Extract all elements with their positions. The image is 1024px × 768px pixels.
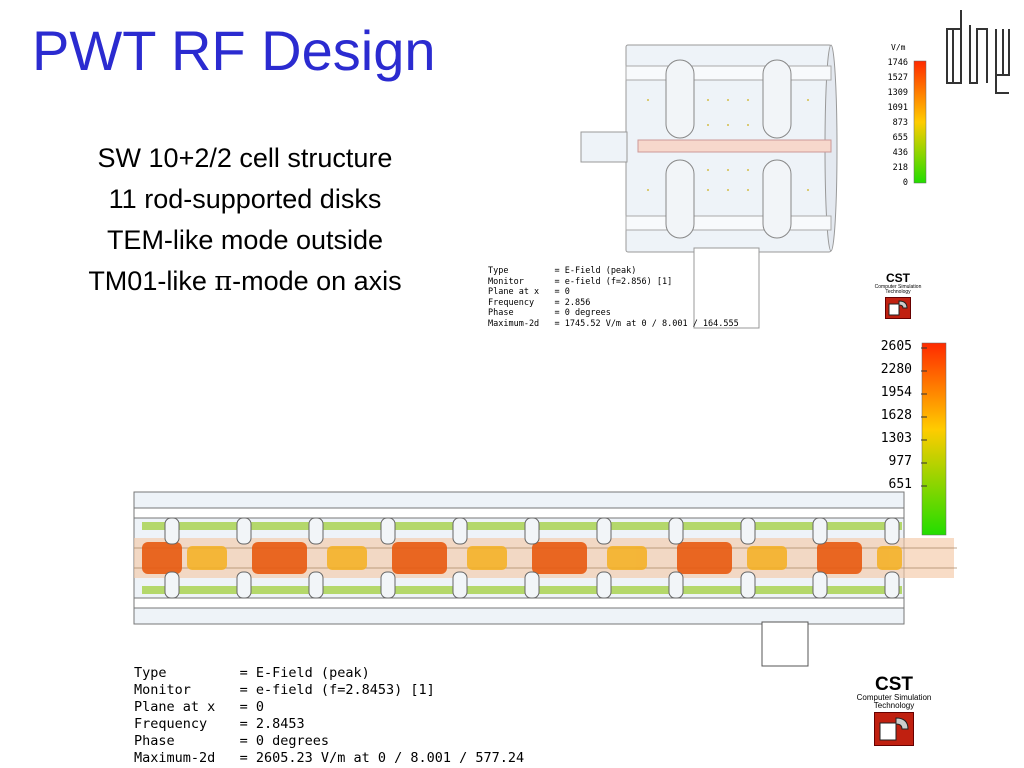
cst-logo-small: CST Computer Simulation Technology	[866, 271, 930, 319]
big-info-line: Plane at x = 0	[134, 699, 265, 715]
small-color-scale	[913, 60, 927, 184]
cst-sub-2: Technology	[885, 289, 911, 295]
small-scale-label-8: 218	[892, 163, 908, 173]
big-info-line: Monitor = e-field (f=2.8453) [1]	[134, 682, 435, 698]
small-info-line: Monitor = e-field (f=2.856) [1]	[488, 276, 673, 287]
small-scale-label-9: 0	[902, 178, 908, 188]
small-scale-label-4: 1091	[887, 103, 908, 113]
small-scale-label-1: 1746	[887, 58, 908, 68]
bullet-4: TM01-like π-mode on axis	[30, 261, 460, 302]
big-scale-label-4: 1628	[880, 408, 912, 423]
big-color-scale	[921, 342, 947, 536]
big-scale-label-1: 2605	[880, 339, 912, 354]
small-info-line: Frequency = 2.856	[488, 297, 591, 308]
small-scale-label-7: 436	[892, 148, 908, 158]
small-scale-label-3: 1309	[887, 88, 908, 98]
small-scale-unit: V/m	[891, 43, 906, 52]
small-field-plot	[580, 44, 838, 329]
desy-logo-icon	[946, 10, 1010, 94]
big-scale-label-2: 2280	[880, 362, 912, 377]
bullet-2: 11 rod-supported disks	[108, 184, 382, 214]
big-field-plot	[133, 491, 957, 667]
small-plot-info: Type = E-Field (peak)Monitor = e-field (…	[488, 266, 739, 329]
big-scale-label-5: 1303	[880, 431, 912, 446]
cst-sub-1: Computer Simulation	[874, 284, 922, 290]
slide-title: PWT RF Design	[32, 19, 436, 82]
bullet-4-suffix: -mode on axis	[232, 266, 402, 296]
big-info-line: Phase = 0 degrees	[134, 733, 330, 749]
bullet-list: SW 10+2/2 cell structure 11 rod-supporte…	[30, 138, 460, 302]
cst-logo-icon	[885, 297, 911, 319]
big-scale-label-3: 1954	[880, 385, 912, 400]
bullet-3: TEM-like mode outside	[106, 225, 384, 255]
cst-logo-icon	[874, 712, 914, 746]
pi-symbol: π	[214, 266, 233, 297]
cst-sub-2: Technology	[873, 701, 915, 710]
big-info-line: Type = E-Field (peak)	[134, 665, 370, 681]
bullet-4-prefix: TM01-like	[88, 266, 215, 296]
big-scale-label-7: 651	[888, 477, 912, 492]
small-info-line: Type = E-Field (peak)	[488, 266, 637, 276]
small-info-line: Phase = 0 degrees	[488, 308, 611, 318]
small-info-line: Maximum-2d = 1745.52 V/m at 0 / 8.001 / …	[488, 318, 739, 329]
cst-sub-1: Computer Simulation	[856, 693, 932, 702]
small-scale-label-2: 1527	[887, 73, 908, 83]
big-info-line: Frequency = 2.8453	[134, 716, 305, 732]
cst-logo-big: CST Computer Simulation Technology	[842, 675, 946, 746]
small-scale-label-5: 873	[892, 118, 908, 128]
cst-name: CST	[886, 271, 910, 285]
small-info-line: Plane at x = 0	[488, 287, 570, 297]
big-plot-info: Type = E-Field (peak)Monitor = e-field (…	[134, 665, 524, 767]
big-info-line: Maximum-2d = 2605.23 V/m at 0 / 8.001 / …	[134, 750, 525, 766]
cst-name: CST	[875, 674, 913, 695]
small-scale-label-6: 655	[892, 133, 908, 143]
bullet-1: SW 10+2/2 cell structure	[97, 143, 393, 173]
big-scale-label-6: 977	[888, 454, 912, 469]
